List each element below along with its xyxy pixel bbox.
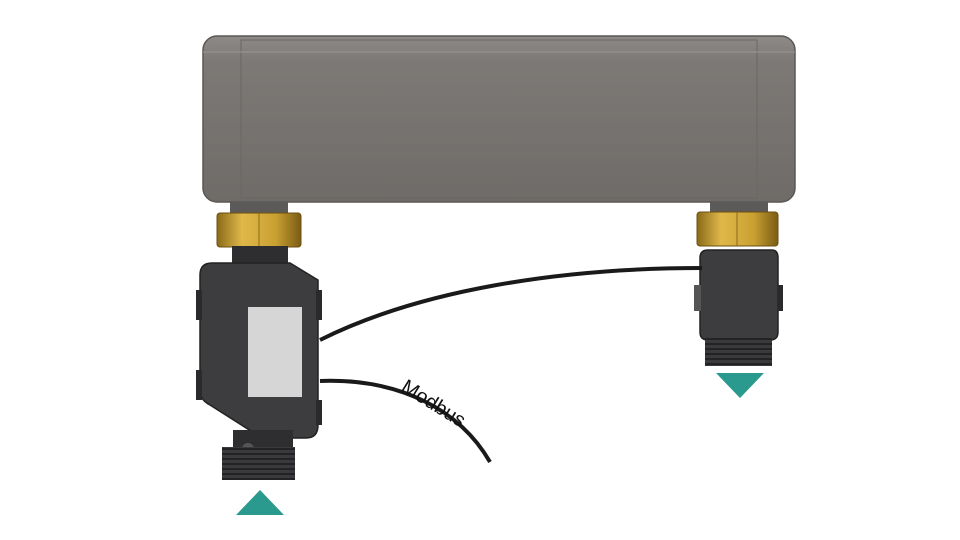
right-sensor-body <box>694 249 783 366</box>
right-brass-nut <box>696 202 779 247</box>
outlet-arrow-icon <box>716 373 764 398</box>
inlet-thread <box>222 447 295 480</box>
left-sensor-body <box>196 246 322 480</box>
sensor-display <box>248 307 302 397</box>
left-brass-nut <box>216 202 302 248</box>
modbus-label: Modbus <box>397 376 469 432</box>
sensor-cable <box>319 266 703 342</box>
outlet-thread <box>705 338 772 366</box>
enclosure-box <box>202 35 796 203</box>
inlet-arrow-icon <box>236 490 284 515</box>
modbus-cable <box>319 378 492 464</box>
